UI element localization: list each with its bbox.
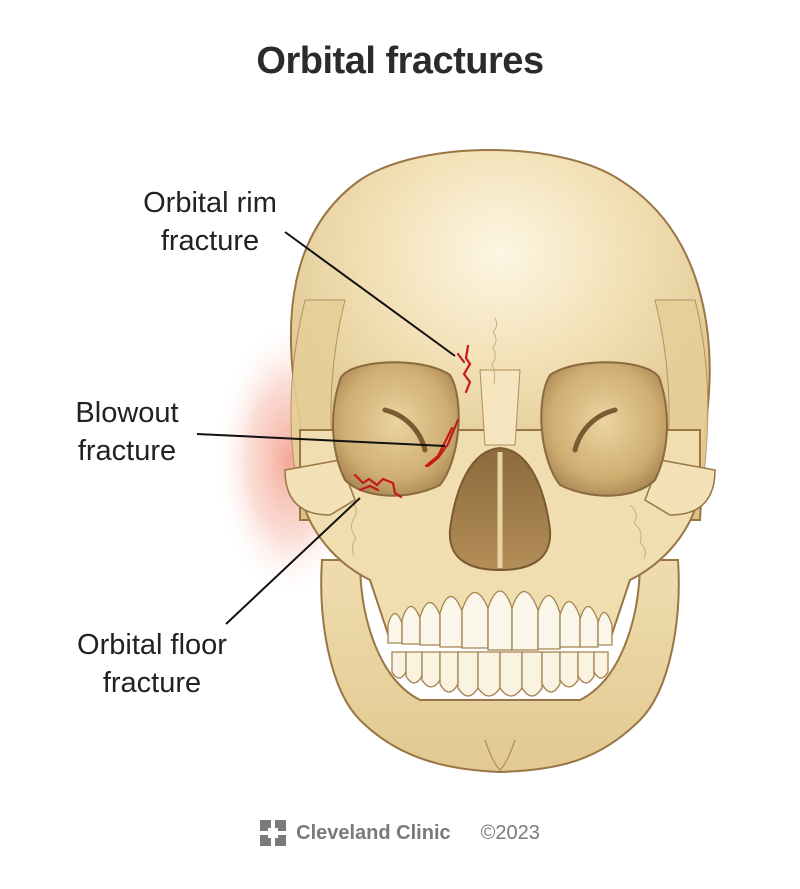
mandible	[320, 559, 680, 774]
upper-teeth	[387, 590, 613, 651]
right-orbit	[332, 361, 460, 497]
orbital-floor-fracture	[353, 473, 403, 499]
label-line: fracture	[102, 667, 202, 699]
label-line: Orbital rim	[143, 187, 277, 219]
leader-orbital-rim	[284, 231, 456, 357]
fracture-lines	[353, 344, 472, 499]
leader-orbital-floor	[225, 497, 361, 625]
blowout-fracture	[426, 418, 460, 468]
copyright: ©2023	[480, 821, 540, 844]
leader-blowout	[196, 433, 446, 447]
label-line: Blowout	[75, 397, 179, 429]
cleveland-clinic-logo-icon	[260, 820, 287, 846]
brand-name: Cleveland Clinic	[296, 821, 451, 844]
orbital-rim-fracture	[462, 344, 472, 394]
lower-teeth	[391, 651, 609, 697]
figure-title: Orbital fractures	[256, 40, 544, 82]
left-orbit	[540, 361, 668, 497]
label-orbital-rim-fracture: Orbital rim fracture	[120, 184, 300, 260]
label-line: Orbital floor	[77, 629, 227, 661]
label-line: fracture	[160, 225, 260, 257]
footer: Cleveland Clinic ©2023	[0, 820, 800, 846]
leader-lines	[196, 231, 456, 625]
label-blowout-fracture: Blowout fracture	[62, 394, 192, 470]
label-line: fracture	[77, 435, 177, 467]
label-orbital-floor-fracture: Orbital floor fracture	[62, 626, 242, 702]
